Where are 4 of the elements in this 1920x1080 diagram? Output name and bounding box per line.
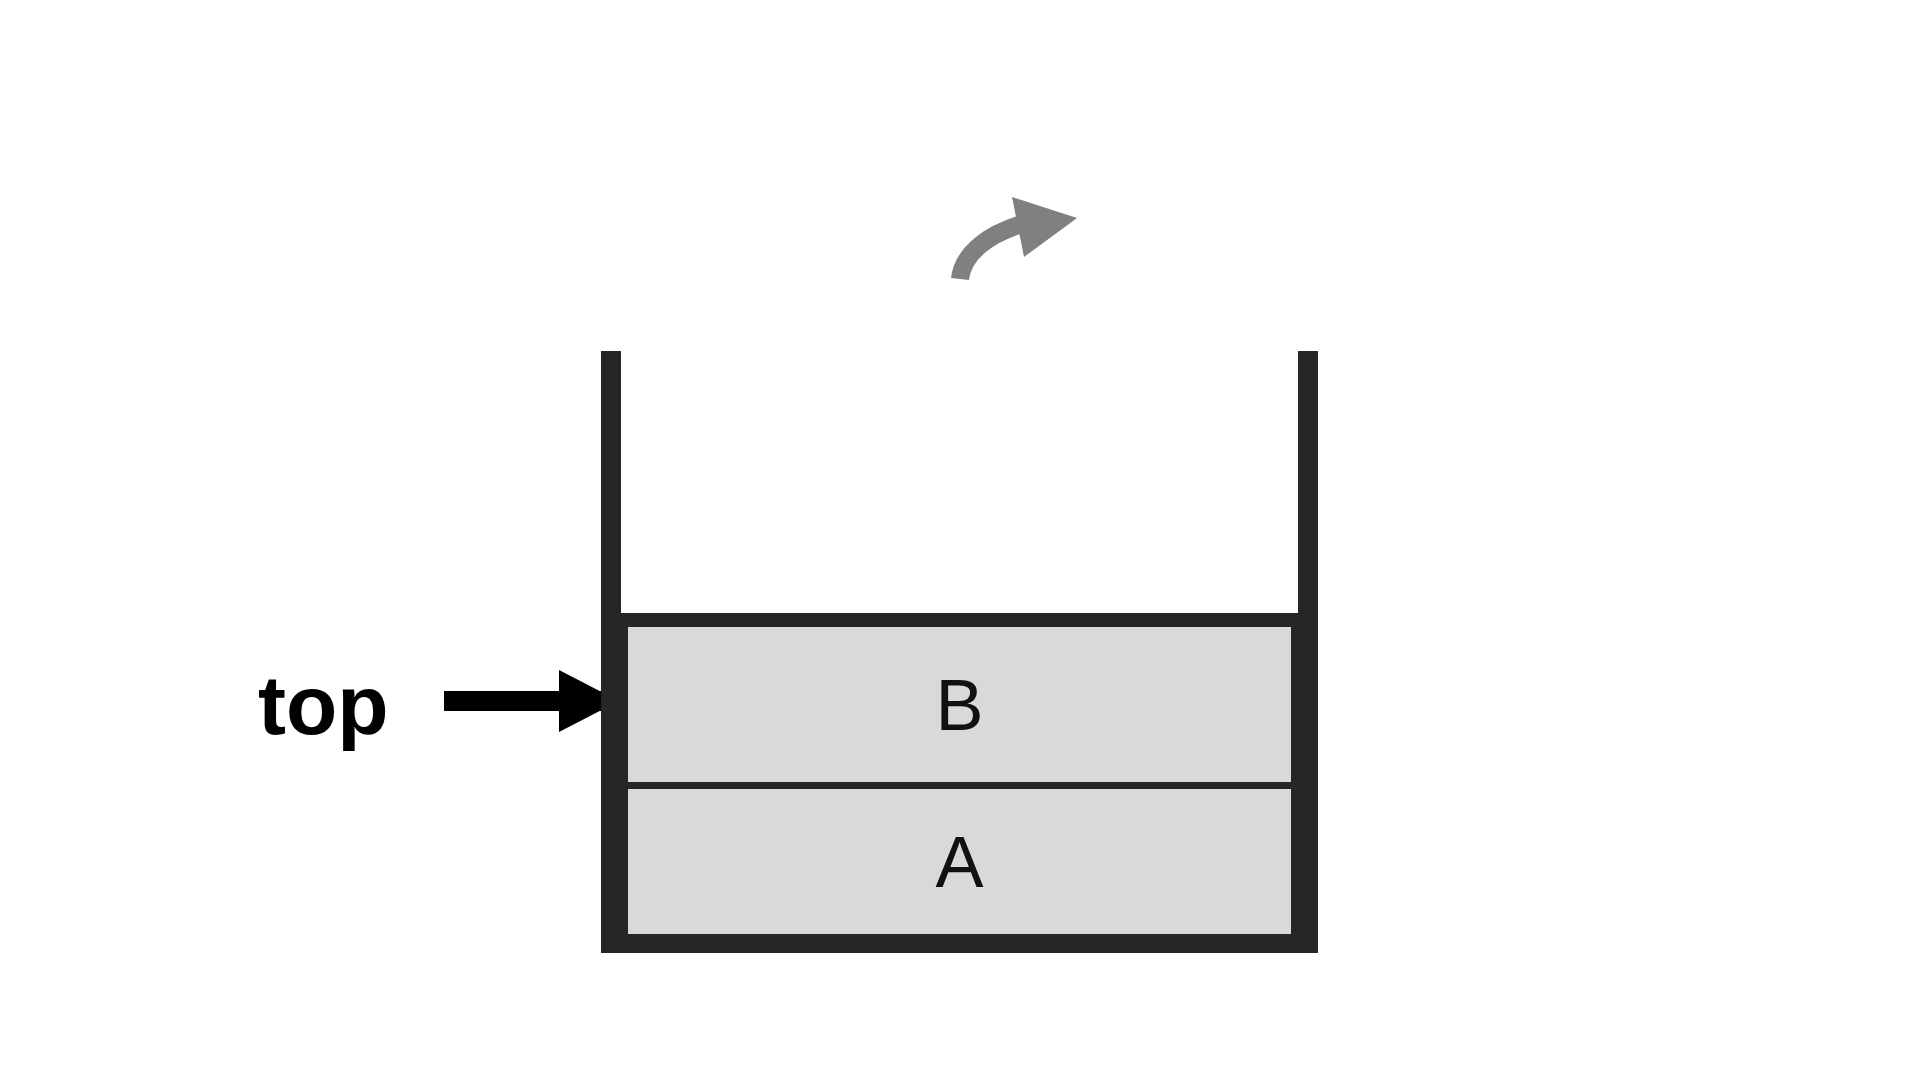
stack-container <box>601 351 1318 953</box>
stack-item-label: A <box>935 820 984 903</box>
pointer-label: top <box>258 656 389 754</box>
stack-item-label: B <box>935 663 984 746</box>
